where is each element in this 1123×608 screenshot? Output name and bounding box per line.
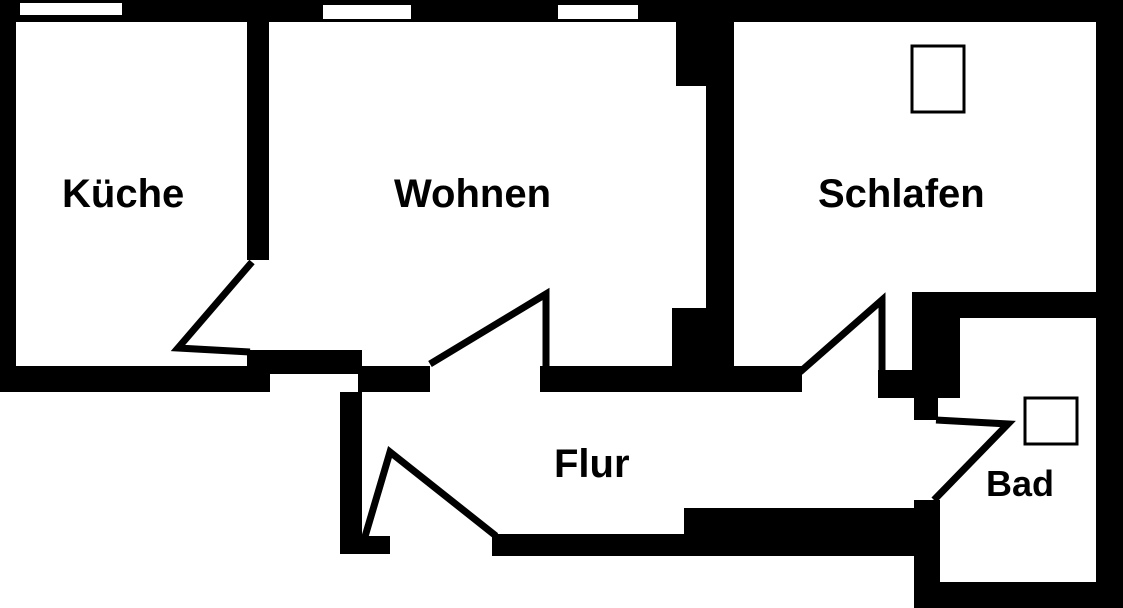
room-label-schlafen: Schlafen (818, 172, 985, 216)
fixtures (910, 44, 1079, 446)
room-label-flur: Flur (554, 442, 630, 486)
room-label-bad: Bad (986, 463, 1055, 504)
wall-kueche-wohnen (247, 16, 269, 260)
interior-walls (247, 16, 1123, 608)
wall-flur-left (340, 392, 362, 552)
window-wohnen-1 (323, 5, 411, 19)
door-schlafen (797, 292, 886, 375)
wall-flur-bottom (492, 534, 922, 556)
door-kueche (170, 259, 255, 356)
wall-bad-left (914, 500, 940, 608)
room-label-kueche: Küche (62, 172, 185, 216)
chimney-bad (1023, 396, 1079, 446)
windows (20, 3, 638, 19)
window-kueche (20, 3, 122, 15)
wall-left (0, 0, 16, 392)
door-wohnen (428, 287, 550, 368)
room-label-wohnen: Wohnen (394, 172, 552, 216)
chimney-schlafen (910, 44, 966, 114)
window-wohnen-2 (558, 5, 638, 19)
wall-bottom-left (0, 366, 270, 392)
door-swings (170, 259, 1016, 541)
wall-bottom-bad (940, 582, 1123, 608)
door-flur (360, 446, 499, 541)
door-bad (931, 416, 1016, 503)
